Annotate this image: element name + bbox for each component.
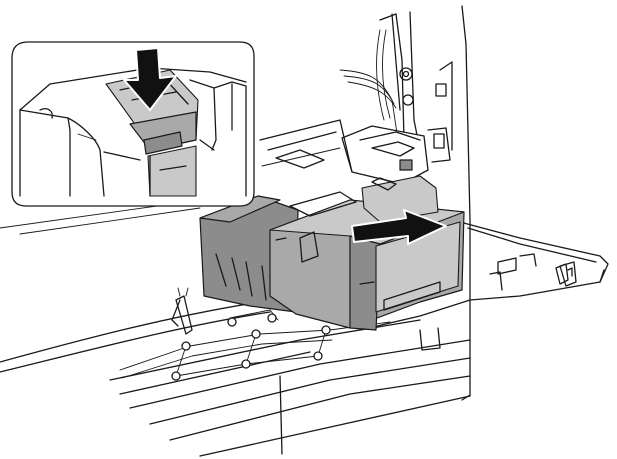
press-down-arrow [123,47,177,111]
callout-inset [11,41,255,207]
slide-right-arrow [351,209,447,245]
guide-rods [119,287,391,381]
print-carriage [259,119,451,185]
waste-container [199,175,465,331]
tray-latch [559,261,577,287]
output-tray [0,199,609,457]
